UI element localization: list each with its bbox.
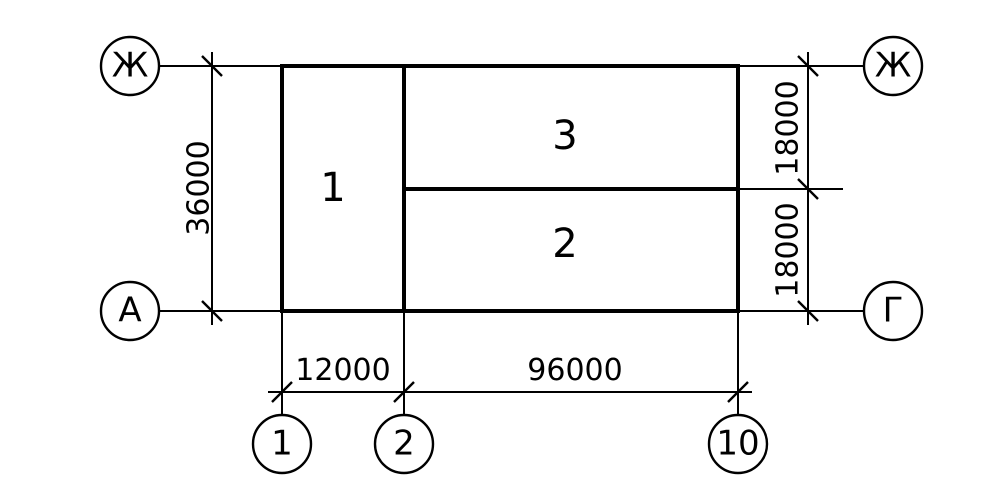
dim-tick (727, 381, 749, 403)
axis-label: А (118, 291, 141, 331)
zone-label-2: 2 (552, 221, 577, 267)
dim-text-bottom-2: 96000 (527, 353, 622, 388)
axis-label: 10 (716, 424, 759, 464)
axis-label: Ж (112, 46, 149, 86)
dim-tick (201, 300, 223, 322)
dim-text-right-upper: 18000 (771, 80, 806, 175)
dim-tick (201, 55, 223, 77)
axis-label: Г (883, 291, 904, 331)
axis-bubble-col-10: 10 (707, 413, 769, 475)
axis-label: 2 (393, 424, 415, 464)
zone-label-3: 3 (552, 113, 577, 159)
dim-tick (271, 381, 293, 403)
axis-bubble-top-right: Ж (862, 35, 924, 97)
dim-text-bottom-1: 12000 (295, 353, 390, 388)
axis-bubble-top-left: Ж (99, 35, 161, 97)
axis-label: 1 (271, 424, 293, 464)
zone-label-1: 1 (320, 165, 345, 211)
dim-tick (797, 300, 819, 322)
dim-tick (797, 178, 819, 200)
dim-tick (797, 55, 819, 77)
dim-tick (393, 381, 415, 403)
axis-bubble-bottom-left: А (99, 280, 161, 342)
dim-text-left: 36000 (182, 140, 217, 235)
axis-bubble-col-2: 2 (373, 413, 435, 475)
axis-bubble-bottom-right: Г (862, 280, 924, 342)
dim-text-right-lower: 18000 (771, 202, 806, 297)
axis-bubble-col-1: 1 (251, 413, 313, 475)
axis-label: Ж (875, 46, 912, 86)
